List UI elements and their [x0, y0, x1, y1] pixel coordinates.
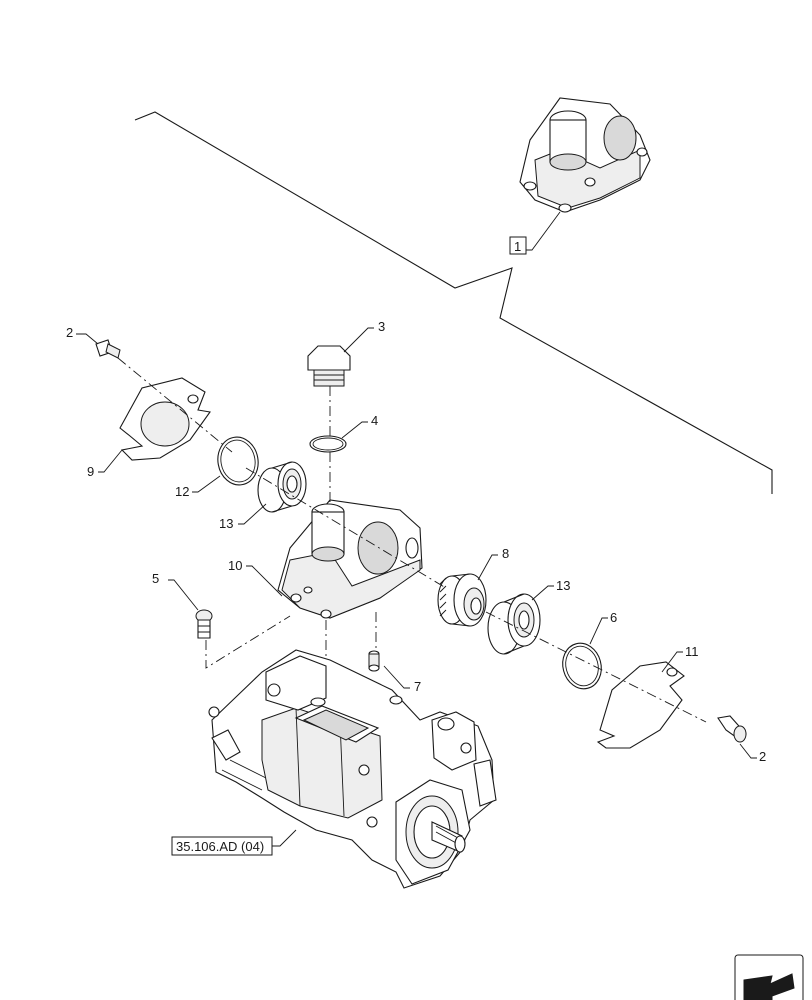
callout-13-left[interactable]: 13: [219, 516, 233, 531]
bolt-part-5[interactable]: [195, 609, 213, 639]
callout-5[interactable]: 5: [152, 571, 159, 586]
callout-2-left[interactable]: 2: [66, 325, 73, 340]
cover-plate-part-11[interactable]: [596, 661, 685, 749]
plug-part-3[interactable]: [307, 345, 351, 387]
leader-6: [589, 617, 608, 645]
assembled-housing-part-1[interactable]: [519, 97, 651, 213]
callout-box-1: [509, 236, 527, 255]
callout-7[interactable]: 7: [414, 679, 421, 694]
callout-11[interactable]: 11: [685, 644, 699, 659]
hydraulic-pump-assembly[interactable]: [208, 649, 497, 889]
gear-part-8[interactable]: [437, 573, 487, 627]
leader-8: [477, 554, 498, 581]
leader-12: [192, 475, 221, 493]
leader-5: [168, 579, 199, 611]
callout-2-right[interactable]: 2: [759, 749, 766, 764]
o-ring-inner-4: [312, 437, 344, 451]
callout-6[interactable]: 6: [610, 610, 617, 625]
bearing-part-13-right[interactable]: [487, 593, 541, 655]
leader-2-right: [739, 743, 757, 759]
reference-label[interactable]: 35.106.AD (04): [176, 839, 264, 854]
assembly-boundary-line: [134, 111, 773, 494]
leader-2-left: [76, 333, 99, 345]
o-ring-part-4[interactable]: [309, 435, 347, 453]
leader-13-left: [238, 503, 267, 525]
leader-1: [526, 211, 561, 251]
o-ring-part-12[interactable]: [214, 434, 262, 488]
leader-4: [341, 421, 368, 439]
gear-housing-part-10[interactable]: [277, 499, 423, 619]
callout-12[interactable]: 12: [175, 484, 189, 499]
callout-8[interactable]: 8: [502, 546, 509, 561]
callout-9[interactable]: 9: [87, 464, 94, 479]
bolt-part-2-right[interactable]: [717, 715, 747, 743]
cover-plate-part-9[interactable]: [119, 377, 211, 461]
dowel-pin-part-7[interactable]: [368, 650, 380, 672]
leader-9: [98, 449, 123, 473]
callout-4[interactable]: 4: [371, 413, 378, 428]
leader-reference: [272, 829, 297, 847]
bolt-part-2-left[interactable]: [95, 339, 121, 359]
o-ring-inner-12: [220, 439, 256, 483]
leader-11: [661, 651, 683, 673]
callout-13-right[interactable]: 13: [556, 578, 570, 593]
arrow-next-page-icon[interactable]: [734, 954, 804, 1000]
leader-10: [246, 565, 283, 597]
leader-7: [383, 665, 410, 689]
leader-3: [343, 327, 374, 353]
o-ring-part-6[interactable]: [558, 639, 607, 693]
callout-10[interactable]: 10: [228, 558, 242, 573]
leader-13-right: [531, 585, 554, 601]
callout-3[interactable]: 3: [378, 319, 385, 334]
callout-1[interactable]: 1: [514, 239, 521, 254]
o-ring-inner-6: [565, 645, 599, 687]
